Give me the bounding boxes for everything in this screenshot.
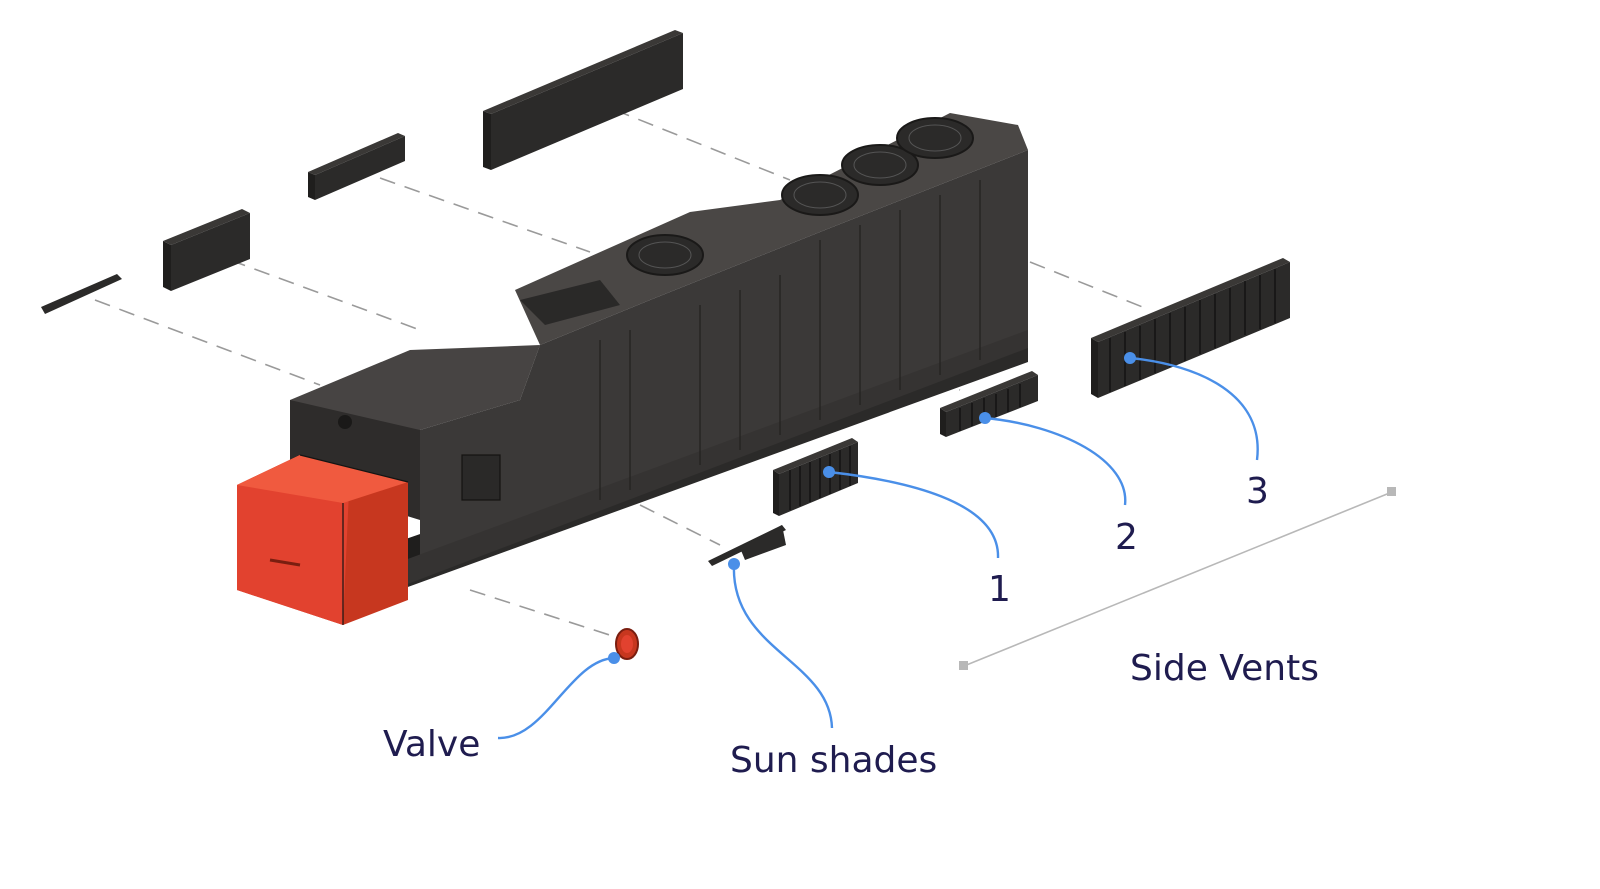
side-vents-bracket	[959, 487, 1396, 670]
roof-panel-medium	[308, 133, 405, 200]
vent-3-label: 3	[1246, 471, 1269, 512]
leader-lines	[497, 352, 1259, 740]
leader-sun-shades	[732, 563, 834, 729]
roof-panel-small	[163, 209, 250, 291]
leader-valve	[497, 656, 615, 740]
vent-2-label: 2	[1115, 517, 1138, 558]
roof-panel-large	[483, 30, 683, 170]
sun-shades-label: Sun shades	[730, 740, 938, 781]
vent-1-label: 1	[988, 569, 1011, 610]
valve-part	[615, 628, 639, 660]
leader-vent-3	[1129, 356, 1259, 461]
leader-vent-2	[984, 416, 1127, 506]
sun-shade	[708, 525, 786, 566]
locomotive-body	[290, 113, 1028, 600]
red-nose	[237, 454, 409, 625]
side-vent-3	[1091, 258, 1290, 398]
side-vent-1	[773, 438, 858, 516]
valve-label: Valve	[383, 724, 481, 765]
leader-vent-1	[828, 470, 1000, 559]
roof-strip	[41, 274, 122, 314]
side-vents-label: Side Vents	[1130, 648, 1319, 689]
alignment-lines	[94, 99, 1151, 641]
side-vent-2	[940, 371, 1038, 437]
